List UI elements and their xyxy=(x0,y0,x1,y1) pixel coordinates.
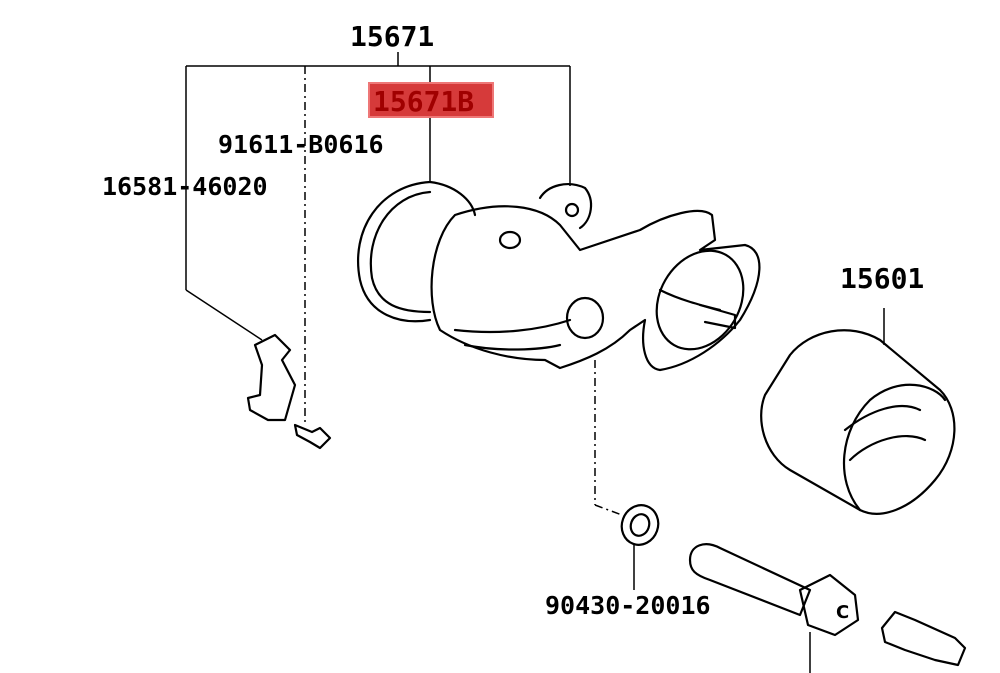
svg-text:C: C xyxy=(836,602,849,623)
bolt-part xyxy=(293,423,332,450)
label-assembly[interactable]: 15671 xyxy=(350,20,434,53)
oil-filter-part xyxy=(760,329,956,515)
union-bolt-part: C xyxy=(688,543,860,637)
label-oil-filter[interactable]: 15601 xyxy=(840,262,924,295)
gasket-part xyxy=(620,504,660,546)
label-bolt[interactable]: 91611-B0616 xyxy=(218,130,384,159)
highlight-box xyxy=(368,82,494,118)
label-bracket[interactable]: 16581-46020 xyxy=(102,172,268,201)
oil-cooler-housing xyxy=(430,183,761,372)
oil-pressure-sensor-part xyxy=(880,610,967,667)
label-highlighted-part[interactable]: 15671B xyxy=(373,85,474,118)
bracket-part xyxy=(246,333,297,422)
label-gasket[interactable]: 90430-20016 xyxy=(545,591,711,620)
o-ring-part xyxy=(357,180,432,323)
